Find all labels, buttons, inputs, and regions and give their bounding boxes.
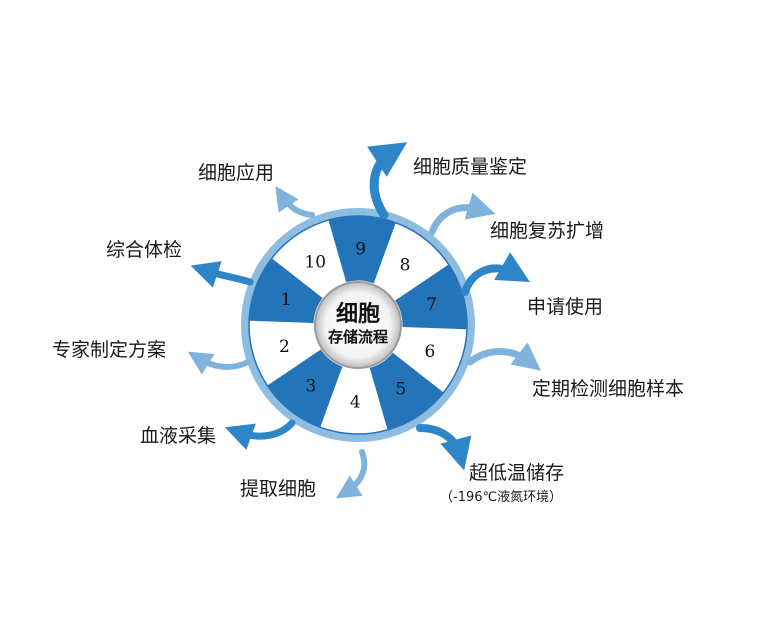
arrow-health-check: [190, 261, 254, 288]
segment-9: [327, 216, 396, 284]
arrow-cell-recovery: [428, 192, 496, 236]
segment-number-8: 8: [400, 256, 411, 276]
segment-number-2: 2: [279, 337, 290, 357]
segment-number-3: 3: [305, 376, 316, 396]
segment-2: [249, 320, 322, 387]
segment-number-6: 6: [424, 342, 435, 362]
segment-4: [320, 366, 389, 434]
arrow-periodic-test: [466, 342, 542, 371]
label-extract-cells: 提取细胞: [240, 478, 317, 500]
label-blood-collect: 血液采集: [140, 425, 217, 447]
segment-6: [392, 326, 467, 393]
arrow-blood-collect: [224, 419, 296, 450]
outer-ring: [241, 208, 475, 442]
segment-8: [372, 222, 449, 301]
segment-7: [394, 263, 467, 330]
segment-number-4: 4: [350, 392, 361, 412]
arrow-apply-use: [461, 252, 530, 296]
arrow-expert-plan: [187, 351, 251, 375]
label-cryo-note: （-196℃液氮环境）: [440, 490, 563, 505]
arrow-cryo-storage: [416, 424, 472, 471]
segment-number-5: 5: [395, 379, 406, 399]
segment-3: [267, 349, 344, 428]
process-segments: 1 23 4 56 78 9 10: [249, 216, 467, 434]
label-cell-recovery: 细胞复苏扩增: [490, 220, 605, 242]
center-subtitle: 存储流程: [328, 328, 389, 346]
segment-number-9: 9: [355, 240, 366, 260]
label-apply-use: 申请使用: [527, 296, 604, 318]
arrows: [187, 142, 542, 499]
label-health-check: 综合体检: [106, 239, 183, 261]
arrow-cell-apply: [275, 186, 315, 218]
arrow-cell-quality: [367, 142, 408, 220]
label-cell-quality: 细胞质量鉴定: [413, 156, 528, 178]
inner-ring: [248, 215, 468, 435]
segment-number-10: 10: [304, 253, 326, 273]
label-cryo-storage: 超低温储存: [469, 462, 565, 484]
center-title: 细胞: [336, 301, 381, 327]
label-periodic-test: 定期检测细胞样本: [532, 378, 685, 400]
label-cell-apply: 细胞应用: [198, 162, 275, 184]
segment-number-7: 7: [426, 295, 437, 315]
segment-5: [369, 352, 444, 430]
center-hub: [314, 281, 402, 369]
arrow-extract-cells: [335, 449, 368, 499]
segment-number-1: 1: [281, 290, 292, 310]
segment-10: [272, 220, 347, 298]
label-expert-plan: 专家制定方案: [52, 339, 167, 361]
